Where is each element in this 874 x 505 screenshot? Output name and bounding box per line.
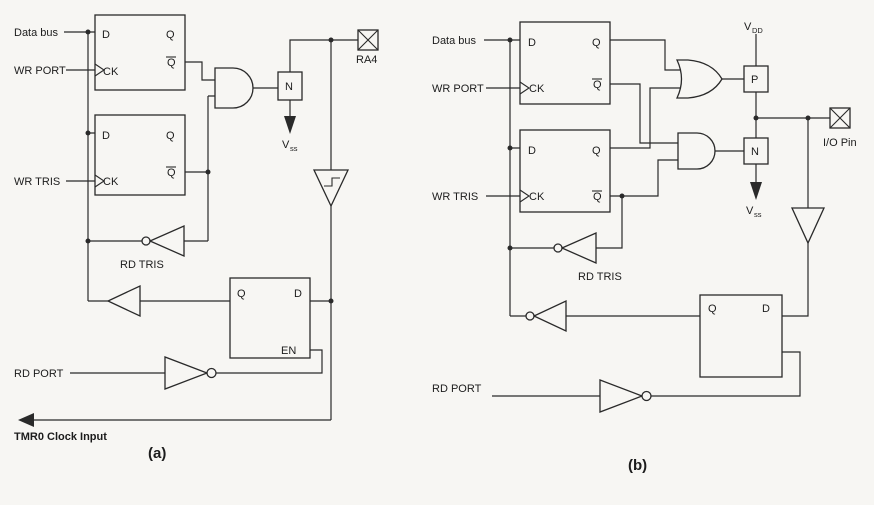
or-gate-icon [675,59,723,99]
tris-latch-box-b [519,129,611,213]
pin-symbol-ra4: RA4 [356,29,379,66]
data-latch-box-b [519,21,611,105]
inverter-bubble-icon [206,367,217,379]
wr-tris-label: WR TRIS [14,176,60,188]
tris-latch-qbar-label: Q [167,167,176,179]
n-transistor-box-b [743,137,769,165]
tris-latch-box-a [94,114,186,196]
read-latch-box-b [699,294,783,378]
clock-wedge-icon [519,81,530,95]
pin-x-icon [357,29,379,51]
p-transistor-label: P [751,74,758,86]
junction-dots-b [507,37,811,251]
read-buffer-icon [532,299,567,333]
inverter-bubble-icon [525,311,535,321]
tris-latch-q-label: Q [592,145,601,157]
input-buffer-icon [790,207,826,245]
and-gate-icon [677,132,716,170]
n-transistor-box-a [277,71,303,101]
clock-wedge-icon [519,189,530,203]
data-bus-label: Data bus [432,35,477,47]
read-buffer-icon [106,284,141,318]
data-latch-q-label: Q [592,37,601,49]
caption-a: (a) [148,445,166,462]
pin-x-icon [829,107,851,129]
data-latch-box-a [94,14,186,91]
read-latch-box-a [229,277,311,359]
tmr0-clock-label: TMR0 Clock Input [14,431,107,443]
inverter-bubble-icon [553,243,563,253]
vdd-label: V [744,21,752,33]
read-latch-q-label: Q [708,303,717,315]
vss-arrow-icon [284,116,296,134]
vss-subscript: ss [290,144,298,153]
diagram-b: D Q CK Q D Q CK Q P N V DD V ss [432,21,857,474]
inverter-bubble-icon [641,390,652,402]
data-latch-d-label: D [102,29,110,41]
pin-name-label: I/O Pin [823,137,857,149]
tris-latch-qbar-label: Q [593,191,602,203]
vss-subscript: ss [754,210,762,219]
read-latch-q-label: Q [237,288,246,300]
rd-port-inverter-icon [164,356,209,390]
vss-label: V [282,139,290,151]
rd-port-label: RD PORT [432,383,482,395]
data-latch-ck-label: CK [529,83,545,95]
read-latch-d-label: D [762,303,770,315]
pin-name-label: RA4 [356,54,377,66]
tris-latch-d-label: D [102,130,110,142]
data-latch-qbar-label: Q [167,57,176,69]
n-transistor-label: N [751,146,759,158]
hysteresis-icon [324,177,340,187]
tris-latch-ck-label: CK [103,176,119,188]
rd-tris-label: RD TRIS [578,271,622,283]
vdd-subscript: DD [752,26,763,35]
wires-b [484,34,830,397]
rd-tris-inverter-icon [560,232,597,264]
data-latch-ck-label: CK [103,66,119,78]
tris-latch-q-label: Q [166,130,175,142]
n-transistor-label: N [285,81,293,93]
clock-wedge-icon [94,174,105,188]
and-gate-icon [214,67,254,109]
clock-wedge-icon [94,63,105,77]
rd-port-label: RD PORT [14,368,64,380]
data-latch-qbar-label: Q [593,79,602,91]
wr-port-label: WR PORT [14,65,66,77]
wires-a [32,31,358,421]
read-latch-d-label: D [294,288,302,300]
junction-dots-a [85,29,334,304]
schmitt-trigger-icon [312,169,350,208]
vss-label: V [746,205,754,217]
vss-arrow-icon [750,182,762,200]
rd-tris-inverter-icon [148,225,185,257]
data-latch-d-label: D [528,37,536,49]
data-latch-q-label: Q [166,29,175,41]
wr-tris-label: WR TRIS [432,191,478,203]
inverter-bubble-icon [141,236,151,246]
p-transistor-box-b [743,65,769,93]
rd-port-inverter-icon [599,379,644,413]
tris-latch-ck-label: CK [529,191,545,203]
rd-tris-label: RD TRIS [120,259,164,271]
data-bus-label: Data bus [14,27,59,39]
tris-latch-d-label: D [528,145,536,157]
caption-b: (b) [628,457,647,474]
wr-port-label: WR PORT [432,83,484,95]
diagram-a: D Q CK Q D Q CK Q N V ss RA4 [14,14,379,462]
read-latch-en-label: EN [281,345,296,357]
pin-symbol-io: I/O Pin [823,107,857,149]
tmr0-arrow-icon [18,413,34,427]
